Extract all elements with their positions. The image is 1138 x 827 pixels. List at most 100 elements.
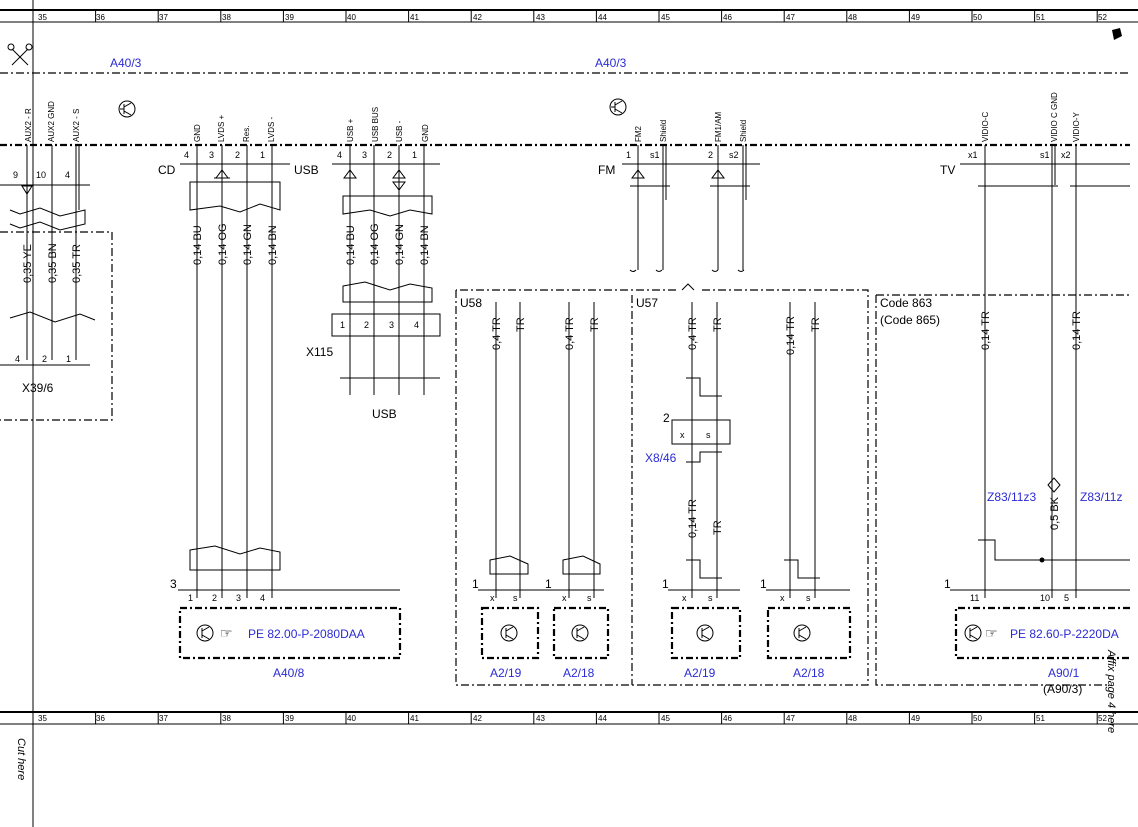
scissors-icon xyxy=(7,43,33,66)
a2-19-label-b: A2/19 xyxy=(684,666,716,680)
pin-label-vidio-y: VIDIO-Y xyxy=(1072,112,1081,142)
ruler-col-44: 44 xyxy=(598,13,607,22)
fm-pin-2: 2 xyxy=(708,150,713,160)
ruler-col-49: 49 xyxy=(911,13,920,22)
ruler-col-46: 46 xyxy=(723,13,732,22)
module-num-1-a: 1 xyxy=(472,577,479,591)
ruler-col-48: 48 xyxy=(848,13,857,22)
x8-46-label: X8/46 xyxy=(645,451,677,465)
tv-wire-2: 0,14 TR xyxy=(1071,311,1083,350)
usb-wire-1: 0,14 BU xyxy=(345,225,357,265)
transistor-icon xyxy=(118,100,136,118)
pin-label-res: Res. xyxy=(242,126,251,142)
ruler-col-50-bottom: 50 xyxy=(973,714,982,723)
ruler-col-45: 45 xyxy=(661,13,670,22)
cut-here-label: Cut here xyxy=(15,738,27,780)
u57-x-2: x xyxy=(780,593,785,603)
ruler-col-37: 37 xyxy=(159,13,168,22)
tv-pin-x2: x2 xyxy=(1061,150,1071,160)
a2-18-label-b: A2/18 xyxy=(793,666,825,680)
x8-x: x xyxy=(680,430,685,440)
pe-left-ref[interactable]: PE 82.00-P-2080DAA xyxy=(248,627,365,641)
usb-wire-3: 0,14 GN xyxy=(394,224,406,265)
z83-label-a: Z83/11z3 xyxy=(987,490,1036,504)
pe-right-ref[interactable]: PE 82.60-P-2220DA xyxy=(1010,627,1119,641)
x39-pin-2: 2 xyxy=(42,354,47,364)
usb-label: USB xyxy=(294,163,319,177)
u57-s-1: s xyxy=(708,593,713,603)
cd-pin-3: 3 xyxy=(209,150,214,160)
tv-block: TV VIDIO-C VIDIO C GND VIDIO-Y x1 s1 x2 … xyxy=(940,92,1130,598)
ruler-col-39-bottom: 39 xyxy=(285,714,294,723)
tv-label: TV xyxy=(940,163,955,177)
pointing-hand-icon: ☞ xyxy=(985,625,998,641)
x39-6-label: X39/6 xyxy=(22,381,54,395)
cd-label: CD xyxy=(158,163,176,177)
x115-pin-4: 4 xyxy=(414,320,419,330)
u57-wire-3: 0,14 TR xyxy=(785,316,797,355)
x115-pin-3: 3 xyxy=(389,320,394,330)
a90-3-label: (A90/3) xyxy=(1043,682,1082,696)
pin-label-shield-2: Shield xyxy=(739,120,748,142)
u58-wire-4: TR xyxy=(589,317,601,332)
fm-pin-1: 1 xyxy=(626,150,631,160)
cd-wire-2: 0,14 OG xyxy=(217,223,229,265)
u57-wire-1: 0,4 TR xyxy=(687,317,699,350)
usb-wire-4: 0,14 BN xyxy=(419,225,431,265)
u58-x-1: x xyxy=(490,593,495,603)
a40-8-label: A40/8 xyxy=(273,666,305,680)
ruler-col-39: 39 xyxy=(285,13,294,22)
module-num-3: 3 xyxy=(170,577,177,591)
transistor-icon xyxy=(964,624,982,642)
ruler-col-47: 47 xyxy=(786,13,795,22)
ruler-col-41-bottom: 41 xyxy=(410,714,419,723)
pointing-hand-icon: ☞ xyxy=(220,625,233,641)
tv-pin-s1: s1 xyxy=(1040,150,1050,160)
transistor-icon xyxy=(793,624,811,642)
pin-label-vidio-c-gnd: VIDIO C GND xyxy=(1050,92,1059,142)
pin-label-lvds-minus: LVDS - xyxy=(267,116,276,142)
ruler-col-45-bottom: 45 xyxy=(661,714,670,723)
pin-num-9: 9 xyxy=(13,170,18,180)
top-ruler: 35 36 37 38 39 40 41 42 43 44 45 46 47 4… xyxy=(0,9,1138,23)
affix-page-label: Affix page 4 here xyxy=(1105,649,1117,733)
fm-label: FM xyxy=(598,163,615,177)
usb-pin-3: 3 xyxy=(362,150,367,160)
module-num-1-d: 1 xyxy=(760,577,767,591)
pin-label-aux-s: AUX2 - S xyxy=(72,109,81,142)
ruler-col-40: 40 xyxy=(347,13,356,22)
a2-19-module-box-b xyxy=(670,606,742,660)
ruler-col-35: 35 xyxy=(38,13,47,22)
ruler-col-44-bottom: 44 xyxy=(598,714,607,723)
u57-label: U57 xyxy=(636,296,658,310)
u58-block: U58 0,4 TR TR 0,4 TR TR xyxy=(460,296,601,598)
a40-8-pin-2: 2 xyxy=(212,593,217,603)
code-865-label: (Code 865) xyxy=(880,313,940,327)
transistor-icon xyxy=(696,624,714,642)
transistor-icon xyxy=(196,624,214,642)
ruler-col-50: 50 xyxy=(973,13,982,22)
a90-1-label: A90/1 xyxy=(1048,666,1080,680)
pin-num-4: 4 xyxy=(65,170,70,180)
x39-pin-1: 1 xyxy=(66,354,71,364)
module-num-1-e: 1 xyxy=(944,577,951,591)
u57-lower-wire-1: 0,14 TR xyxy=(687,499,699,538)
pin-label-gnd: GND xyxy=(193,124,202,142)
ruler-col-48-bottom: 48 xyxy=(848,714,857,723)
a2-18-module-box xyxy=(552,606,610,660)
ruler-col-37-bottom: 37 xyxy=(159,714,168,723)
pin-label-aux-gnd: AUX2 GND xyxy=(47,101,56,142)
a90-1-module-box xyxy=(954,606,1130,660)
ruler-col-38-bottom: 38 xyxy=(222,714,231,723)
cd-pin-1: 1 xyxy=(260,150,265,160)
a2-18-label-a: A2/18 xyxy=(563,666,595,680)
pin-label-usb-minus: USB - xyxy=(395,120,404,142)
ruler-col-42: 42 xyxy=(473,13,482,22)
u57-s-2: s xyxy=(806,593,811,603)
pin-label-lvds-plus: LVDS + xyxy=(217,114,226,142)
code-863-boundary xyxy=(455,289,869,686)
u57-x-1: x xyxy=(682,593,687,603)
tv-pin-x1: x1 xyxy=(968,150,978,160)
u58-x-2: x xyxy=(562,593,567,603)
